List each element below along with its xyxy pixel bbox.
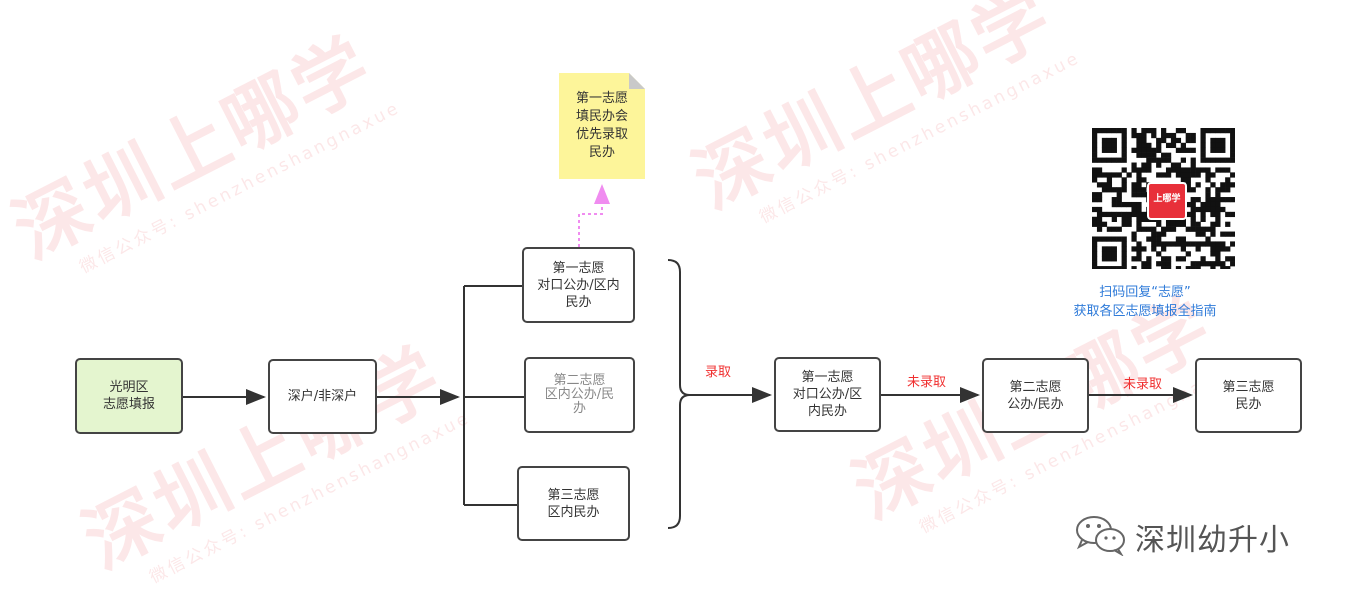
branch-lines [463,285,524,506]
node-third: 第三志愿民办 [1195,358,1302,433]
label-not-admitted: 未录取 [1123,377,1163,392]
dotted-arrow-note [578,184,610,247]
wechat-icon [1076,516,1125,556]
qr-caption: 扫码回复“志愿”获取各区志愿填报全指南 [1073,285,1217,319]
note-private-priority: 第一志愿填民办会优先录取民办 [559,73,645,179]
label-not-admitted: 未录取 [907,375,947,390]
node-first: 第一志愿对口公办/区内民办 [774,357,881,432]
node-second: 第二志愿公办/民办 [982,358,1089,433]
label-admitted: 录取 [705,365,732,380]
brace [667,259,691,529]
node-choice1: 第一志愿对口公办/区内民办 [522,247,635,323]
node-start: 光明区志愿填报 [75,358,183,434]
footer-account: 深圳幼升小 [1135,523,1290,558]
node-choice2: 第二志愿区内公办/民办 [524,357,635,433]
node-hukou: 深户/非深户 [268,359,377,434]
node-choice3: 第三志愿区内民办 [517,466,630,541]
qr-logo: 上哪学 [1147,182,1187,220]
